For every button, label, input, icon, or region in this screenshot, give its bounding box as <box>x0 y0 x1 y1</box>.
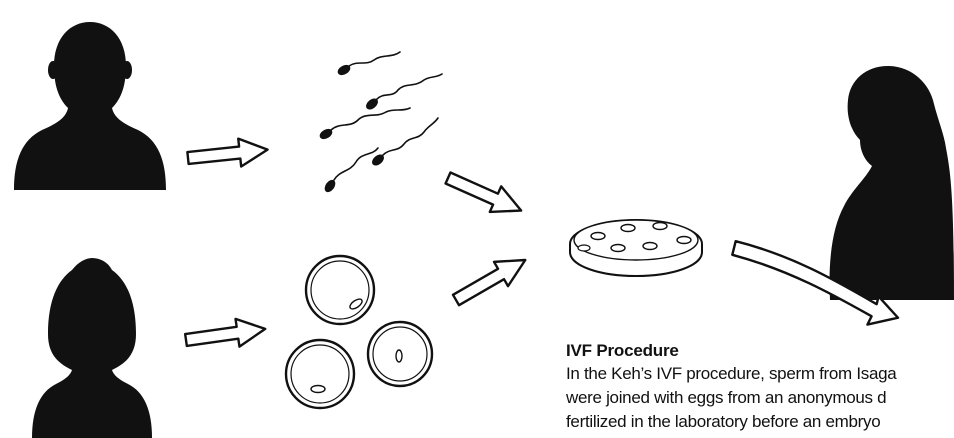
caption-line: were joined with eggs from an anonymous … <box>566 386 954 410</box>
arrow-icon <box>449 248 532 312</box>
caption-title: IVF Procedure <box>566 340 954 362</box>
arrow-icon <box>187 136 269 172</box>
pregnant-woman-silhouette-icon <box>830 66 954 300</box>
female-silhouette-icon <box>32 258 152 438</box>
arrow-icon <box>184 315 267 354</box>
caption-line: fertilized in the laboratory before an e… <box>566 410 954 434</box>
ivf-caption: IVF Procedure In the Keh’s IVF procedure… <box>566 340 954 434</box>
sperm-cells-icon <box>319 52 442 193</box>
male-silhouette-icon <box>14 22 166 190</box>
caption-line: In the Keh’s IVF procedure, sperm from I… <box>566 362 954 386</box>
arrow-icon <box>442 165 526 223</box>
petri-dish-icon <box>570 220 702 276</box>
egg-cells-icon <box>286 256 432 408</box>
